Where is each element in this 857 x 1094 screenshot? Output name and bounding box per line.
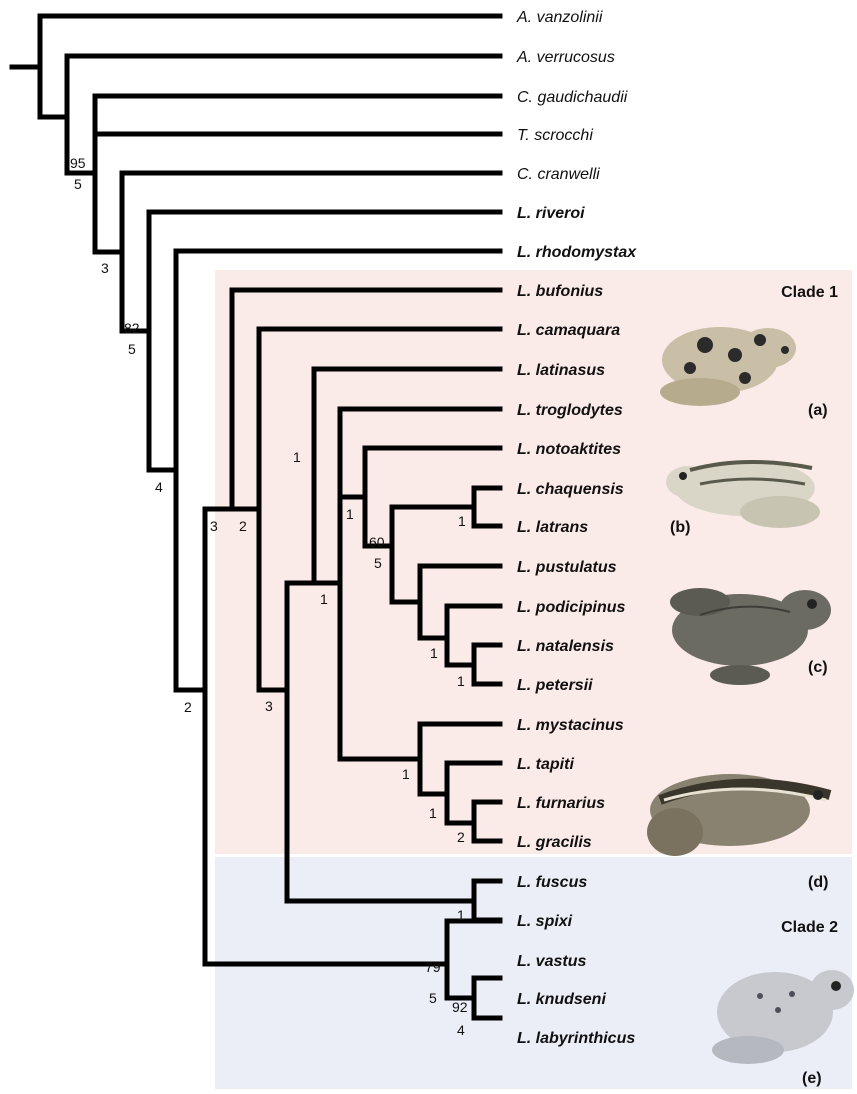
frog-photo-e: (e) [712, 970, 854, 1087]
support-label: 1 [458, 513, 466, 529]
frog-icon [666, 460, 820, 528]
frog-icon [647, 774, 830, 856]
photo-label-a: (a) [808, 402, 828, 419]
support-label: 82 [124, 320, 140, 336]
support-values: 95 5 3 82 5 4 2 3 2 3 1 1 1 60 5 1 1 1 1… [70, 155, 468, 1038]
frog-photo-c: (c) [670, 588, 831, 685]
support-label: 4 [457, 1022, 465, 1038]
frog-icon [660, 327, 796, 406]
support-label: 2 [457, 829, 465, 845]
taxon-label-vastus: L. vastus [517, 953, 586, 970]
support-label: 3 [265, 698, 273, 714]
support-label: 79 [425, 959, 441, 975]
taxon-label-knudseni: L. knudseni [517, 991, 606, 1008]
frog-photo-a: (a) [660, 327, 828, 419]
support-label: 1 [402, 766, 410, 782]
support-label: 5 [128, 341, 136, 357]
photo-label-b: (b) [670, 519, 690, 536]
frog-icon [712, 970, 854, 1064]
frog-photo-d: (d) [647, 774, 830, 891]
photo-label-e: (e) [802, 1070, 822, 1087]
support-label: 5 [74, 176, 82, 192]
support-label: 1 [429, 805, 437, 821]
clade-2-taxon-labels: L. vastus L. knudseni L. labyrinthicus [517, 953, 635, 1047]
frog-icon [670, 588, 831, 685]
photo-label-d: (d) [808, 874, 828, 891]
support-label: 1 [430, 645, 438, 661]
support-label: 1 [320, 591, 328, 607]
support-label: 1 [457, 907, 465, 923]
support-label: 95 [70, 155, 86, 171]
support-label: 2 [184, 699, 192, 715]
support-label: 2 [239, 518, 247, 534]
support-label: 4 [155, 479, 163, 495]
support-label: 5 [374, 555, 382, 571]
support-label: 1 [457, 673, 465, 689]
taxon-label-labyrinthicus: L. labyrinthicus [517, 1030, 635, 1047]
support-label: 1 [346, 506, 354, 522]
support-label: 60 [369, 534, 385, 550]
photo-label-c: (c) [808, 659, 828, 676]
support-label: 1 [293, 449, 301, 465]
support-label: 3 [101, 260, 109, 276]
support-label: 5 [429, 990, 437, 1006]
frog-photo-b: (b) [666, 460, 820, 536]
support-label: 3 [210, 518, 218, 534]
support-label: 92 [452, 999, 468, 1015]
